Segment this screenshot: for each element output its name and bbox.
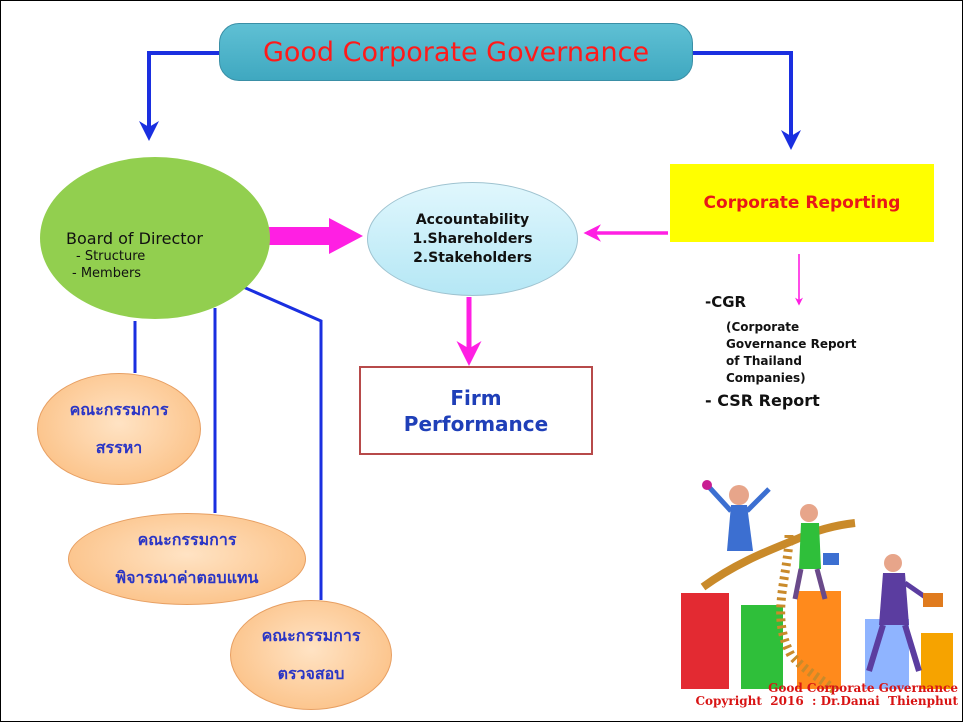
committee-audit-line1: คณะกรรมการ <box>261 626 361 645</box>
report-cgr: -CGR <box>705 293 747 311</box>
firm-label-line1: Firm <box>450 385 502 410</box>
accountability-heading: Accountability <box>415 211 530 228</box>
reporting-label: Corporate Reporting <box>703 193 901 213</box>
people-climbing-illustration <box>681 480 953 693</box>
accountability-item-shareholders: 1.Shareholders <box>412 230 533 247</box>
cgr-detail-line1: (Corporate <box>726 320 800 334</box>
committee-nomination-line1: คณะกรรมการ <box>69 400 169 419</box>
title-to-board-arrow <box>139 51 219 141</box>
accountability-node: Accountability 1.Shareholders 2.Stakehol… <box>367 182 578 296</box>
cgr-detail-line3: of Thailand <box>726 354 802 368</box>
committee-remuneration-line1: คณะกรรมการ <box>137 530 237 549</box>
board-to-accountability-arrow <box>263 218 363 254</box>
committee-audit-line2: ตรวจสอบ <box>277 664 345 683</box>
footer-line1: Good Corporate Governance <box>768 681 958 695</box>
firm-performance-node: Firm Performance <box>359 366 593 455</box>
accountability-item-stakeholders: 2.Stakeholders <box>413 249 532 266</box>
report-list: -CGR (Corporate Governance Report of Tha… <box>705 293 945 410</box>
committee-nomination-line2: สรรหา <box>95 438 143 457</box>
title-box: Good Corporate Governance <box>219 23 693 81</box>
cgr-detail-line4: Companies) <box>726 371 806 385</box>
board-heading: Board of Director <box>66 228 203 248</box>
committee-nomination-node: คณะกรรมการ สรรหา <box>37 373 201 485</box>
board-item-structure: - Structure <box>76 248 146 264</box>
footer-line2: Copyright 2016 : Dr.Danai Thienphut <box>695 694 958 708</box>
committee-remuneration-node: คณะกรรมการ พิจารณาค่าตอบแทน <box>68 513 306 605</box>
committee-audit-node: คณะกรรมการ ตรวจสอบ <box>230 600 392 710</box>
footer-copyright: Good Corporate Governance Copyright 2016… <box>601 682 958 708</box>
diagram-title: Good Corporate Governance <box>262 36 650 68</box>
board-item-members: - Members <box>72 265 142 281</box>
cgr-detail-line2: Governance Report <box>726 337 857 351</box>
board-to-committee3-line <box>240 284 323 600</box>
title-to-reporting-arrow <box>693 51 801 150</box>
firm-label-line2: Performance <box>403 411 549 436</box>
report-csr: - CSR Report <box>705 391 820 410</box>
committee-remuneration-line2: พิจารณาค่าตอบแทน <box>115 568 259 587</box>
report-cgr-detail: (Corporate Governance Report of Thailand… <box>726 319 945 387</box>
corporate-reporting-node: Corporate Reporting <box>670 164 934 242</box>
board-of-director-node: Board of Director - Structure - Members <box>40 157 270 319</box>
